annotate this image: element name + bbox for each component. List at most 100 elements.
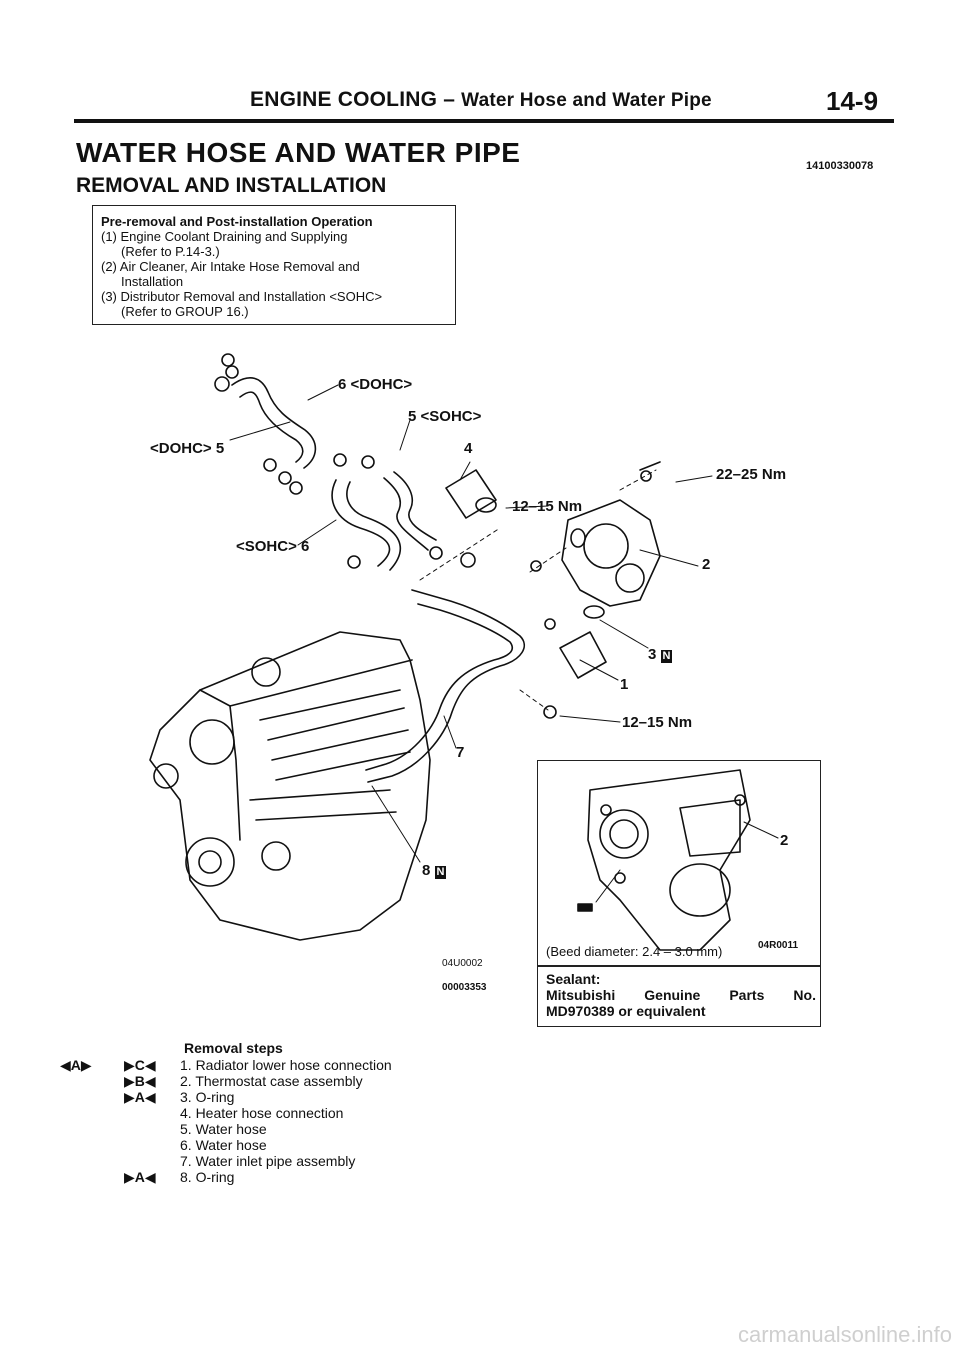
water-inlet-pipe-7 <box>365 552 525 783</box>
label-1: 1 <box>620 676 629 693</box>
pre-item-1: (1) Engine Coolant Draining and Supplyin… <box>101 229 447 259</box>
label-torque-12-15-low: 12–15 Nm <box>622 714 693 731</box>
step-row: ◀A▶ ▶C◀ 1. Radiator lower hose connection <box>60 1057 392 1073</box>
o-ring-3 <box>544 605 605 630</box>
hose-clamps-upper <box>263 453 443 569</box>
label-4: 4 <box>464 440 473 457</box>
step-mark-left <box>60 1153 118 1169</box>
bolt-low <box>543 705 557 719</box>
pre-item-1-line2: (Refer to P.14-3.) <box>121 244 220 259</box>
header-subsection: Water Hose and Water Pipe <box>461 90 712 111</box>
step-mark-left <box>60 1073 118 1089</box>
engine-block <box>149 631 431 941</box>
radiator-hose-1 <box>559 631 607 679</box>
step-text: 6. Water hose <box>180 1137 267 1153</box>
label-5-sohc: 5 <SOHC> <box>408 408 482 425</box>
sealant-inset <box>537 760 821 1027</box>
step-text: 8. O-ring <box>180 1169 235 1185</box>
header-section: ENGINE COOLING <box>250 88 438 111</box>
sealant-word-4: No. <box>793 987 816 1003</box>
figure-code-b: 00003353 <box>442 982 487 993</box>
step-mark-right: ▶C◀ <box>124 1057 156 1073</box>
step-row: 7. Water inlet pipe assembly <box>60 1153 392 1169</box>
pre-item-3-line1: (3) Distributor Removal and Installation… <box>101 289 383 304</box>
header-rule <box>74 119 894 123</box>
inset-rule <box>537 965 821 967</box>
removal-steps: Removal steps ◀A▶▶C◀1. Radiator lower ho… <box>60 1040 392 1185</box>
pre-item-1-line1: (1) Engine Coolant Draining and Supplyin… <box>101 229 348 244</box>
step-mark-right: ▶B◀ <box>124 1073 156 1089</box>
step-row: 6. Water hose <box>60 1137 392 1153</box>
step-text: 3. O-ring <box>180 1089 235 1105</box>
pre-item-2-line2: Installation <box>121 274 184 289</box>
label-2: 2 <box>702 556 711 573</box>
label-8: 8 N <box>422 862 447 879</box>
water-hose-dohc-6 <box>214 353 317 469</box>
pre-removal-heading: Pre-removal and Post-installation Operat… <box>101 214 373 229</box>
step-text: 7. Water inlet pipe assembly <box>180 1153 356 1169</box>
sealant-word-2: Genuine <box>644 987 701 1003</box>
thermostat-case-2 <box>561 461 661 607</box>
label-6-dohc: 6 <DOHC> <box>338 376 413 393</box>
inset-label-2: 2 <box>780 832 789 849</box>
water-hose-sohc-5 <box>383 471 437 551</box>
assembly-lines <box>419 469 657 711</box>
section-subtitle: REMOVAL AND INSTALLATION <box>76 174 387 197</box>
step-mark-right <box>118 1105 180 1121</box>
step-mark-left <box>60 1137 118 1153</box>
step-text: 5. Water hose <box>180 1121 267 1137</box>
inset-thermostat-detail <box>577 769 779 951</box>
step-mark-left <box>60 1169 118 1185</box>
step-row: 4. Heater hose connection <box>60 1105 392 1121</box>
step-mark-left <box>60 1105 118 1121</box>
step-row: ▶A◀ 3. O-ring <box>60 1089 392 1105</box>
leader-lines <box>229 384 713 863</box>
page-header: ENGINE COOLING – Water Hose and Water Pi… <box>250 88 712 112</box>
step-row: 5. Water hose <box>60 1121 392 1137</box>
label-7: 7 <box>456 744 465 761</box>
step-text: 2. Thermostat case assembly <box>180 1073 363 1089</box>
sealant-word-3: Parts <box>729 987 765 1003</box>
sealant-heading: Sealant: <box>546 971 601 987</box>
pre-item-3-line2: (Refer to GROUP 16.) <box>121 304 249 319</box>
pre-item-2: (2) Air Cleaner, Air Intake Hose Removal… <box>101 259 447 289</box>
step-mark-left: ◀A▶ <box>60 1057 92 1073</box>
label-3: 3 N <box>648 646 673 663</box>
figure-code-a: 04U0002 <box>442 958 483 969</box>
bead-diameter: (Beed diameter: 2.4 – 3.0 mm) <box>546 944 723 959</box>
label-torque-22-25: 22–25 Nm <box>716 466 787 483</box>
pre-removal-box: Pre-removal and Post-installation Operat… <box>92 205 456 325</box>
sealant-line-1: Mitsubishi Genuine Parts No. <box>546 987 816 1003</box>
step-mark-right: ▶A◀ <box>124 1169 156 1185</box>
pre-item-3: (3) Distributor Removal and Installation… <box>101 289 447 319</box>
label-torque-12-15-mid: 12–15 Nm <box>512 498 583 515</box>
sealant-word-1: Mitsubishi <box>546 987 616 1003</box>
n-mark-icon: N <box>660 650 673 663</box>
page-number: 14-9 <box>826 86 879 116</box>
heater-hose-connection-4 <box>445 469 497 519</box>
water-hose-sohc-6 <box>331 479 401 571</box>
main-title: WATER HOSE AND WATER PIPE <box>76 137 521 168</box>
sealant-spec: Sealant: Mitsubishi Genuine Parts No. MD… <box>546 971 816 1019</box>
label-5-dohc: <DOHC> 5 <box>150 440 225 457</box>
step-text: 1. Radiator lower hose connection <box>180 1057 392 1073</box>
step-mark-right <box>118 1153 180 1169</box>
reference-code: 14100330078 <box>806 160 874 172</box>
bolt-mid <box>530 560 542 572</box>
step-row: ▶B◀ 2. Thermostat case assembly <box>60 1073 392 1089</box>
step-mark-right: ▶A◀ <box>124 1089 156 1105</box>
sealant-line-2: MD970389 or equivalent <box>546 1003 706 1019</box>
step-mark-left <box>60 1121 118 1137</box>
step-row: ▶A◀ 8. O-ring <box>60 1169 392 1185</box>
step-mark-left <box>60 1089 118 1105</box>
inset-figure-code: 04R0011 <box>758 940 799 951</box>
step-text: 4. Heater hose connection <box>180 1105 344 1121</box>
footer-watermark: carmanualsonline.info <box>737 1322 952 1347</box>
pre-item-2-line1: (2) Air Cleaner, Air Intake Hose Removal… <box>101 259 360 274</box>
header-dash: – <box>443 88 456 111</box>
label-6-sohc: <SOHC> 6 <box>236 538 310 555</box>
step-mark-right <box>118 1137 180 1153</box>
n-mark-icon: N <box>434 866 447 879</box>
step-mark-right <box>118 1121 180 1137</box>
